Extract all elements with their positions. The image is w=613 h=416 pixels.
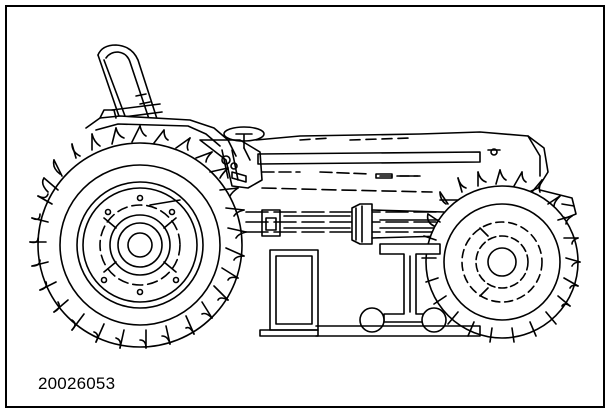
rollover-bar: [98, 45, 162, 125]
split-stand: [260, 244, 480, 336]
rear-wheel-hub: [100, 196, 180, 295]
split-frame: [246, 204, 444, 244]
front-tire: [422, 170, 580, 342]
steering-wheel: [224, 127, 264, 160]
figure-caption: 20026053: [38, 374, 116, 393]
support-stand-left: [270, 250, 318, 330]
rear-tire: [30, 126, 246, 348]
